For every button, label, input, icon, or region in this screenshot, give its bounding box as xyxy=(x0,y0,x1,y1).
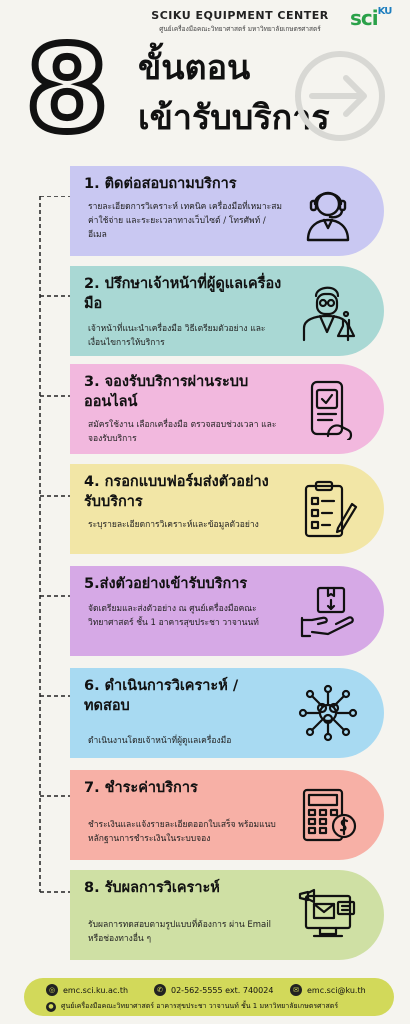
step-7-card: 7. ชำระค่าบริการ ชำระเงินและแจ้งรายละเอี… xyxy=(70,770,384,860)
package-hand-icon xyxy=(300,586,354,638)
globe-icon: ◎ xyxy=(46,984,58,996)
header: SCIKU EQUIPMENT CENTER ศูนย์เครื่องมือคณ… xyxy=(0,0,410,160)
step-8-card: 8. รับผลการวิเคราะห์ รับผลการทดสอบตามรูป… xyxy=(70,870,384,960)
step-6-card: 6. ดำเนินการวิเคราะห์ / ทดสอบ ดำเนินงานโ… xyxy=(70,668,384,758)
step-description: ดำเนินงานโดยเจ้าหน้าที่ผู้ดูแลเครื่องมือ xyxy=(88,736,232,746)
step-title: 2. ปรึกษาเจ้าหน้าที่ผู้ดูแลเครื่องมือ xyxy=(84,276,282,312)
address-text: ศูนย์เครื่องมือคณะวิทยาศาสตร์ อาคารสุขปร… xyxy=(61,1002,339,1010)
step-title: 4. กรอกแบบฟอร์มส่งตัวอย่างรับบริการ xyxy=(84,474,269,510)
step-2-card: 2. ปรึกษาเจ้าหน้าที่ผู้ดูแลเครื่องมือ เจ… xyxy=(70,266,384,356)
mail-icon: ✉ xyxy=(290,984,302,996)
step-4-card: 4. กรอกแบบฟอร์มส่งตัวอย่างรับบริการ ระบุ… xyxy=(70,464,384,554)
scientist-icon xyxy=(302,286,356,342)
big-number: 8 xyxy=(22,20,111,158)
website-link[interactable]: emc.sci.ku.ac.th xyxy=(63,985,129,995)
location-pin-icon: ● xyxy=(46,1001,56,1012)
step-description: ชำระเงินและแจ้งรายละเอียดออกใบเสร็จ พร้อ… xyxy=(88,820,276,844)
step-description: จัดเตรียมและส่งตัวอย่าง ณ ศูนย์เครื่องมื… xyxy=(88,604,259,628)
brand-subtitle: ศูนย์เครื่องมือคณะวิทยาศาสตร์ มหาวิทยาลั… xyxy=(159,25,321,33)
page-title-line1: ขั้นตอน xyxy=(138,48,251,88)
sciku-logo: sciKU xyxy=(350,6,392,30)
headset-icon xyxy=(306,191,350,242)
footer-email[interactable]: ✉ emc.sci@ku.th xyxy=(290,984,366,996)
step-3-card: 3. จองรับบริการผ่านระบบออนไลน์ สมัครใช้ง… xyxy=(70,364,384,454)
step-description: ระบุรายละเอียดการวิเคราะห์และข้อมูลตัวอย… xyxy=(88,520,259,530)
molecule-icon xyxy=(298,684,358,742)
phone-number[interactable]: 02-562-5555 ext. 740024 xyxy=(171,985,274,995)
timeline-connector xyxy=(39,196,70,893)
footer-website[interactable]: ◎ emc.sci.ku.ac.th xyxy=(46,984,128,996)
step-1-card: 1. ติดต่อสอบถามบริการ รายละเอียดการวิเคร… xyxy=(70,166,384,256)
step-title: 3. จองรับบริการผ่านระบบออนไลน์ xyxy=(84,374,249,410)
email-result-icon xyxy=(298,888,356,938)
phone-icon: ✆ xyxy=(154,984,166,996)
email-link[interactable]: emc.sci@ku.th xyxy=(307,985,366,995)
step-title: 1. ติดต่อสอบถามบริการ xyxy=(84,176,237,192)
step-title: 7. ชำระค่าบริการ xyxy=(84,780,198,796)
clipboard-form-icon xyxy=(304,480,358,538)
step-5-card: 5.ส่งตัวอย่างเข้ารับบริการ จัดเตรียมและส… xyxy=(70,566,384,656)
brand-title: SCIKU EQUIPMENT CENTER xyxy=(151,9,329,22)
calculator-payment-icon xyxy=(302,788,357,842)
footer-address: ● ศูนย์เครื่องมือคณะวิทยาศาสตร์ อาคารสุข… xyxy=(46,1001,338,1012)
footer-phone[interactable]: ✆ 02-562-5555 ext. 740024 xyxy=(154,984,273,996)
arrow-circle-icon xyxy=(295,51,385,141)
step-title: 8. รับผลการวิเคราะห์ xyxy=(84,880,220,896)
step-description: รับผลการทดสอบตามรูปแบบที่ต้องการ ผ่าน Em… xyxy=(88,920,271,944)
step-description: เจ้าหน้าที่แนะนำเครื่องมือ วิธีเตรียมตัว… xyxy=(88,324,266,348)
mobile-booking-icon xyxy=(310,380,353,440)
step-title: 6. ดำเนินการวิเคราะห์ / ทดสอบ xyxy=(84,678,239,714)
step-title: 5.ส่งตัวอย่างเข้ารับบริการ xyxy=(84,576,248,592)
step-description: รายละเอียดการวิเคราะห์ เทคนิค เครื่องมือ… xyxy=(88,202,283,240)
step-description: สมัครใช้งาน เลือกเครื่องมือ ตรวจสอบช่วงเ… xyxy=(88,420,277,444)
contact-footer: ◎ emc.sci.ku.ac.th ✆ 02-562-5555 ext. 74… xyxy=(24,978,394,1016)
